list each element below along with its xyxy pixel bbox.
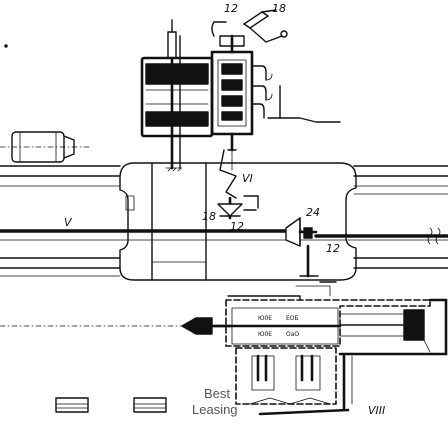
lead-screw bbox=[0, 227, 448, 245]
watermark-line2: Leasing bbox=[192, 402, 238, 417]
valve-mark-3: Ю0Е bbox=[258, 331, 272, 338]
watermark-line1: Best bbox=[204, 386, 230, 401]
label-viii: VIII bbox=[368, 404, 385, 417]
label-v: V bbox=[64, 216, 73, 229]
tailstock-housing bbox=[0, 131, 91, 163]
upper-guide-rails bbox=[0, 165, 448, 195]
label-24: 24 bbox=[306, 206, 320, 219]
pump-block bbox=[235, 347, 353, 416]
label-vi: VI bbox=[242, 172, 253, 185]
lower-guide-rails bbox=[0, 257, 448, 277]
valve-mark-4: ОаО bbox=[286, 331, 299, 338]
copying-unit bbox=[212, 281, 448, 356]
clutch-vi bbox=[217, 149, 259, 220]
label-12-top: 12 bbox=[224, 2, 238, 15]
valve-mark-2: ЕОБ bbox=[286, 315, 299, 322]
stray-dot bbox=[4, 44, 8, 48]
carriage-body bbox=[119, 162, 357, 281]
right-slide bbox=[267, 85, 341, 123]
label-12-right: 12 bbox=[326, 242, 340, 255]
carriage-pad bbox=[125, 195, 135, 211]
label-18-mid: 18 bbox=[202, 210, 216, 223]
fixture-blocks bbox=[55, 397, 167, 413]
bevel-gear-24 bbox=[285, 217, 319, 278]
top-lever bbox=[243, 9, 288, 43]
label-18-top: 18 bbox=[272, 2, 286, 15]
carriage-foot bbox=[151, 261, 207, 281]
control-valve bbox=[210, 21, 273, 171]
hydraulic-cylinder bbox=[140, 19, 214, 172]
valve-mark-1: Ю0Е bbox=[258, 315, 272, 322]
label-12-mid: 12 bbox=[230, 220, 244, 233]
